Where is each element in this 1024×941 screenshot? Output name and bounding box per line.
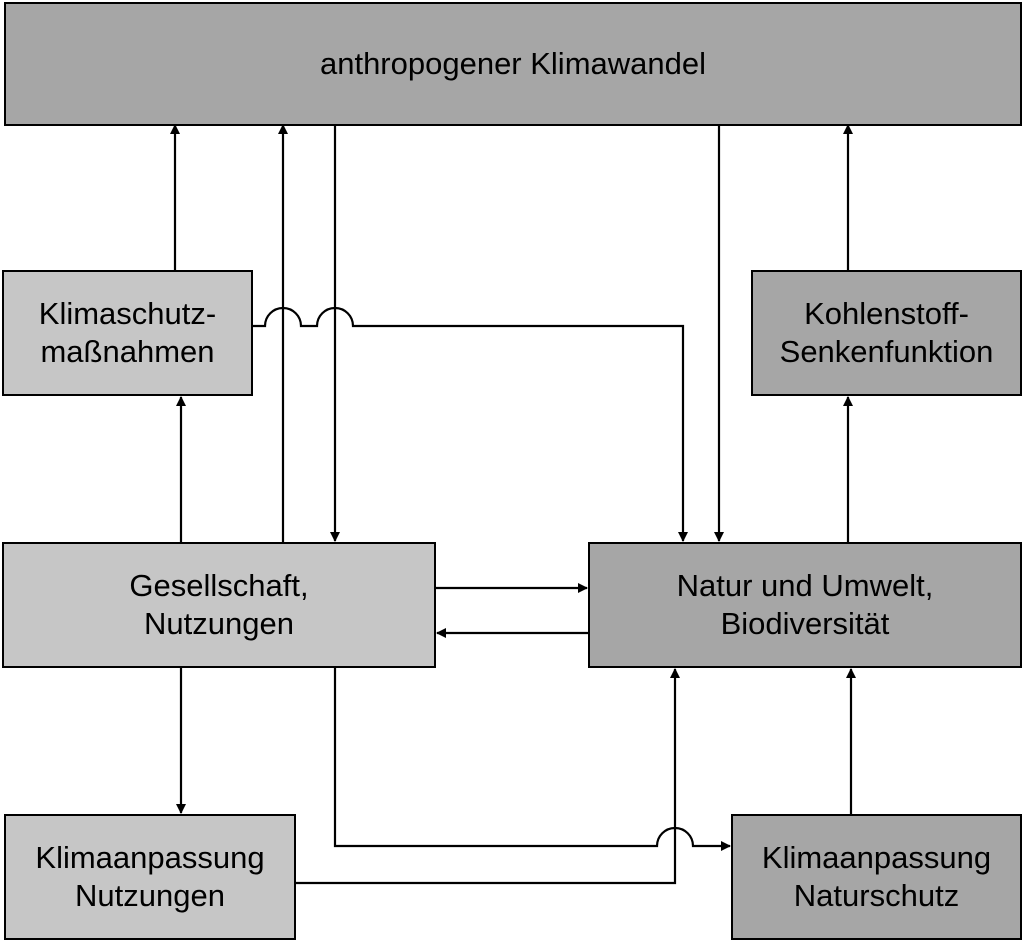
node-kohlenstoff: Kohlenstoff- Senkenfunktion	[751, 270, 1022, 396]
node-label-line-2: Senkenfunktion	[779, 334, 994, 369]
node-label-line-2: maßnahmen	[40, 334, 215, 369]
node-label-line-2: Naturschutz	[793, 878, 960, 913]
node-gesellschaft: Gesellschaft, Nutzungen	[2, 542, 436, 668]
node-klimaschutz: Klimaschutz- maßnahmen	[2, 270, 253, 396]
node-label-line-2: Nutzungen	[75, 878, 225, 913]
node-label-line-1: Natur und Umwelt,	[676, 568, 934, 603]
arrow-anpassung-nutzungen-to-natur	[296, 668, 680, 885]
node-label-line-2: Biodiversität	[720, 606, 890, 641]
arrow-klimaschutz-to-natur	[253, 306, 688, 542]
arrow-gesellschaft-to-anpassung-naturschutz	[333, 668, 731, 851]
node-anpassung-nutzungen: Klimaanpassung Nutzungen	[4, 814, 296, 940]
node-label-line-1: Gesellschaft,	[129, 568, 309, 603]
node-label-line-2: Nutzungen	[144, 606, 294, 641]
node-label-line-1: Klimaanpassung	[761, 840, 992, 875]
node-natur: Natur und Umwelt, Biodiversität	[588, 542, 1022, 668]
node-label-line-1: Klimaanpassung	[35, 840, 265, 875]
node-label-line-1: Kohlenstoff-	[804, 296, 969, 331]
node-label: anthropogener Klimawandel	[319, 46, 707, 81]
node-anpassung-naturschutz: Klimaanpassung Naturschutz	[731, 814, 1022, 940]
node-label-line-1: Klimaschutz-	[38, 296, 217, 331]
node-klimawandel: anthropogener Klimawandel	[4, 2, 1022, 126]
